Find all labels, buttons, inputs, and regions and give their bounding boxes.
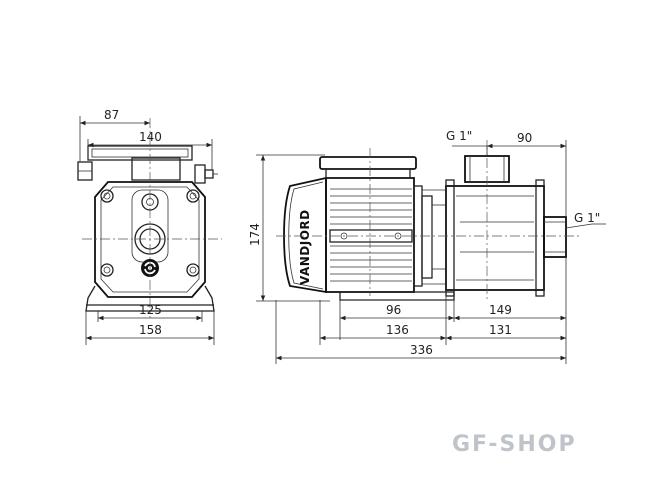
watermark: GF-SHOP [452, 432, 577, 457]
outlet-thread-label: G 1" [446, 129, 472, 143]
front-bolts [100, 189, 200, 277]
motor-cooling-fins [330, 188, 412, 282]
dim-front-140: 140 [139, 130, 162, 144]
side-view: 174 VANDJORD [248, 129, 606, 364]
dim-side-149: 149 [489, 303, 512, 317]
front-cable-gland-box [131, 157, 181, 181]
dim-front-125: 125 [139, 303, 162, 317]
dim-side-136: 136 [386, 323, 409, 337]
dim-front-158: 158 [139, 323, 162, 337]
front-view: 87 140 125 158 [77, 108, 222, 345]
side-base-plate [339, 291, 455, 301]
front-pump-body [94, 181, 206, 298]
dim-side-336: 336 [410, 343, 433, 357]
side-terminal-box-lid [319, 156, 417, 170]
inlet-port [543, 216, 567, 258]
pump-housing [445, 185, 545, 291]
dim-side-90: 90 [517, 131, 532, 145]
dim-side-96: 96 [386, 303, 401, 317]
dim-side-174: 174 [248, 223, 262, 246]
dim-front-87: 87 [104, 108, 119, 122]
motor-end-cap [283, 176, 327, 294]
brand-label: VANDJORD [298, 209, 312, 285]
dim-side-131: 131 [489, 323, 512, 337]
inlet-thread-label: G 1" [574, 211, 600, 225]
